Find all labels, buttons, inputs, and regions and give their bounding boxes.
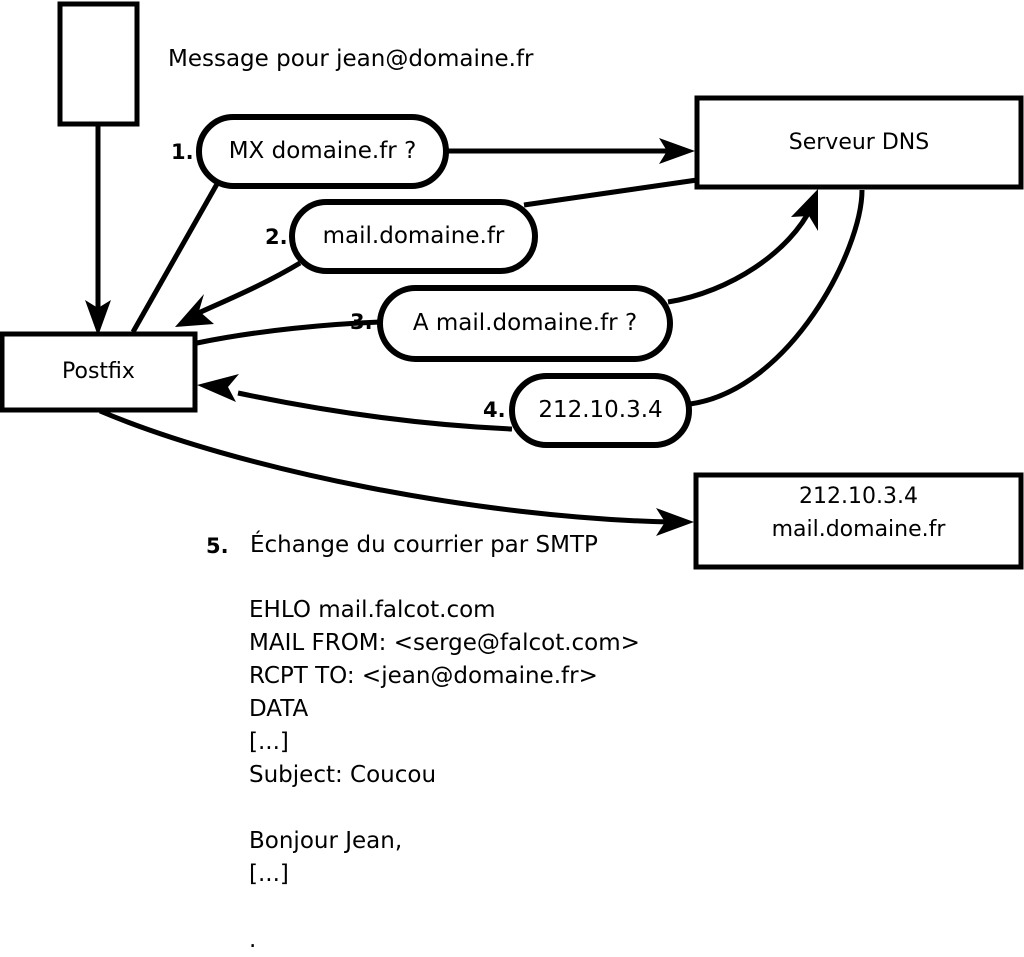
step-number-4: 4.	[483, 398, 506, 422]
diagram-graphics	[0, 1, 1024, 570]
connector-dns-to-step4	[689, 189, 865, 407]
client-box	[57, 1, 140, 127]
smtp-transcript-line: RCPT TO: <jean@domaine.fr>	[249, 663, 598, 689]
step-bubble-4-label: 212.10.3.4	[538, 397, 663, 423]
step-number-3: 3.	[350, 310, 373, 334]
connector-step4-to-postfix	[237, 390, 513, 432]
step-bubble-1-label: MX domaine.fr ?	[228, 138, 417, 164]
connector-step3-to-dns	[667, 204, 815, 305]
arrowhead-postfix-to-mailserver	[656, 508, 694, 536]
smtp-transcript-line	[249, 891, 640, 924]
smtp-transcript-line: [...]	[249, 729, 289, 755]
postfix-box	[0, 331, 198, 413]
smtp-transcript-line: .	[249, 927, 257, 953]
step-bubble-2-label: mail.domaine.fr	[322, 223, 505, 249]
page-title: Message pour jean@domaine.fr	[168, 46, 534, 72]
smtp-transcript-line: Subject: Coucou	[249, 762, 437, 788]
connector-step1-tail	[130, 182, 220, 334]
step-5-label: Échange du courrier par SMTP	[250, 532, 598, 558]
connector-postfix-to-mailserver	[99, 408, 671, 525]
smtp-transcript-line: Bonjour Jean,	[249, 828, 403, 854]
connector-step2-to-postfix	[190, 260, 302, 319]
step-bubble-1	[196, 114, 449, 189]
arrowhead-step2-to-postfix	[175, 294, 214, 327]
connector-postfix-to-step3	[196, 319, 381, 346]
smtp-transcript-line	[249, 792, 640, 825]
mail-server-box-line2: mail.domaine.fr	[771, 517, 946, 542]
arrowhead-step1-to-dns	[659, 138, 695, 164]
dns-server-box-label: Serveur DNS	[788, 130, 930, 155]
step-bubble-3	[377, 285, 673, 362]
arrowhead-step4-to-postfix	[197, 374, 239, 402]
step-number-1: 1.	[171, 140, 194, 164]
mail-server-box	[693, 472, 1024, 570]
step-bubble-2	[289, 199, 538, 274]
step-number-2: 2.	[265, 225, 288, 249]
postfix-box-label: Postfix	[62, 359, 135, 384]
mail-server-box-line1: 212.10.3.4	[799, 484, 918, 509]
smtp-transcript-line: [...]	[249, 861, 289, 887]
step-bubble-4	[509, 373, 692, 448]
connector-dns-to-step2	[523, 177, 698, 208]
step-bubble-3-label: A mail.domaine.fr ?	[412, 310, 638, 336]
arrowhead-step3-to-dns	[791, 189, 818, 231]
step-number-5: 5.	[206, 534, 229, 558]
dns-server-box	[694, 95, 1024, 190]
smtp-transcript-line: DATA	[249, 696, 309, 722]
smtp-transcript-line: EHLO mail.falcot.com	[249, 597, 496, 623]
smtp-transcript-line: MAIL FROM: <serge@falcot.com>	[249, 630, 640, 656]
arrowhead-client-to-postfix	[85, 300, 111, 336]
